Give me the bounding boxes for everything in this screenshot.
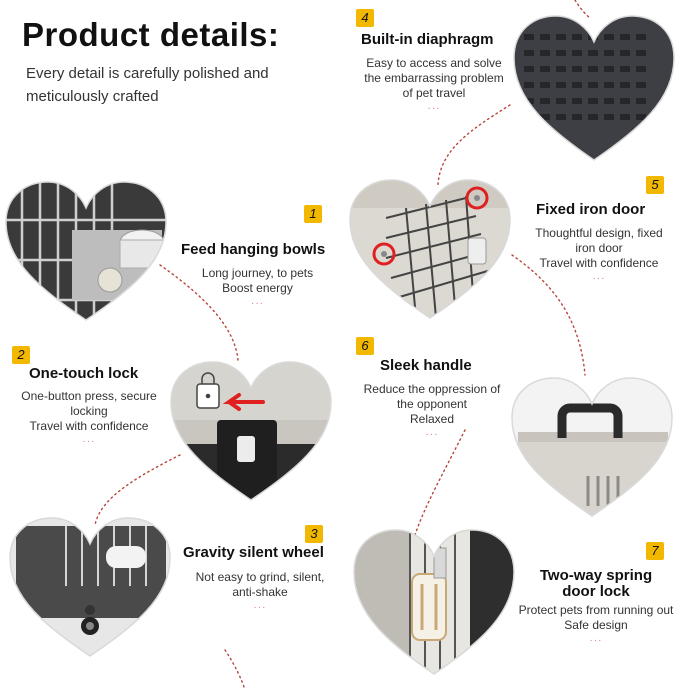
heart-image-diaphragm <box>513 15 675 161</box>
feature-4-description: Easy to access and solve the embarrassin… <box>356 56 512 116</box>
feature-3-title: Gravity silent wheel <box>183 544 324 561</box>
feature-6-line-2: the opponent <box>396 397 468 411</box>
feature-6-line-3: Relaxed <box>409 412 455 426</box>
badge-feature-7: 7 <box>646 542 664 560</box>
heart-image-spring-lock <box>353 529 515 675</box>
feature-2-dots: ··· <box>82 436 96 447</box>
connector-line-7 <box>574 0 591 19</box>
feature-1-description: Long journey, to pets Boost energy ··· <box>180 266 335 311</box>
feature-7-line-2: Safe design <box>564 618 628 632</box>
badge-feature-2: 2 <box>12 346 30 364</box>
feature-4-dots: ··· <box>427 103 441 114</box>
connector-line-1 <box>159 264 239 361</box>
feature-7-line-1: Protect pets from running out <box>518 603 674 617</box>
feature-6-dots: ··· <box>425 429 439 440</box>
feature-4-title: Built-in diaphragm <box>361 31 494 48</box>
feature-5-dots: ··· <box>592 273 606 284</box>
feature-3-description: Not easy to grind, silent, anti-shake ··… <box>180 570 340 615</box>
feature-7-title-line-1: Two-way spring <box>539 567 653 584</box>
feature-6-description: Reduce the oppression of the opponent Re… <box>354 382 510 442</box>
page-title: Product details: <box>22 16 280 53</box>
feature-5-line-3: Travel with confidence <box>539 256 659 270</box>
feature-5-line-1: Thoughtful design, fixed <box>535 226 663 240</box>
feature-1-title: Feed hanging bowls <box>181 241 326 258</box>
page-subtitle: Every detail is carefully polished and m… <box>26 65 269 105</box>
badge-feature-5: 5 <box>646 176 664 194</box>
heart-image-handle <box>511 377 673 517</box>
connector-line-6 <box>414 429 466 536</box>
heart-image-silent-wheel <box>9 517 171 657</box>
feature-7-title-line-2: door lock <box>562 583 630 600</box>
feature-3-dots: ··· <box>253 602 267 613</box>
feature-5-description: Thoughtful design, fixed iron door Trave… <box>524 226 674 286</box>
feature-6-title: Sleek handle <box>380 357 472 374</box>
heart-image-feed-bowls <box>5 181 167 321</box>
badge-feature-6: 6 <box>356 337 374 355</box>
badge-feature-4: 4 <box>356 9 374 27</box>
heart-image-iron-door <box>349 179 511 319</box>
connector-line-3 <box>224 649 246 690</box>
feature-1-dots: ··· <box>251 298 264 309</box>
connector-line-2 <box>94 454 181 526</box>
feature-5-title: Fixed iron door <box>536 201 646 218</box>
feature-5-line-2: iron door <box>575 241 623 255</box>
feature-2-line-1: One-button press, secure <box>21 389 157 403</box>
feature-6-line-1: Reduce the oppression of <box>363 382 501 396</box>
feature-1-line-1: Long journey, to pets <box>201 266 314 280</box>
badge-feature-1: 1 <box>304 205 322 223</box>
feature-7-dots: ··· <box>589 635 603 646</box>
badge-feature-3: 3 <box>305 525 323 543</box>
connector-line-4 <box>437 104 511 186</box>
feature-4-line-3: of pet travel <box>402 86 466 100</box>
feature-2-line-3: Travel with confidence <box>29 419 149 433</box>
feature-4-line-2: the embarrassing problem <box>364 71 504 85</box>
feature-2-title: One-touch lock <box>29 365 139 382</box>
heart-image-one-touch-lock <box>170 361 332 501</box>
feature-1-line-2: Boost energy <box>222 281 293 295</box>
feature-7-title: Two-way spring door lock <box>516 568 676 600</box>
feature-3-line-2: anti-shake <box>232 585 288 599</box>
feature-7-description: Protect pets from running out Safe desig… <box>514 603 678 648</box>
connector-line-5 <box>511 254 586 376</box>
feature-2-line-2: locking <box>70 404 108 418</box>
feature-3-line-1: Not easy to grind, silent, <box>195 570 325 584</box>
feature-4-line-1: Easy to access and solve <box>366 56 502 70</box>
feature-2-description: One-button press, secure locking Travel … <box>10 389 168 449</box>
